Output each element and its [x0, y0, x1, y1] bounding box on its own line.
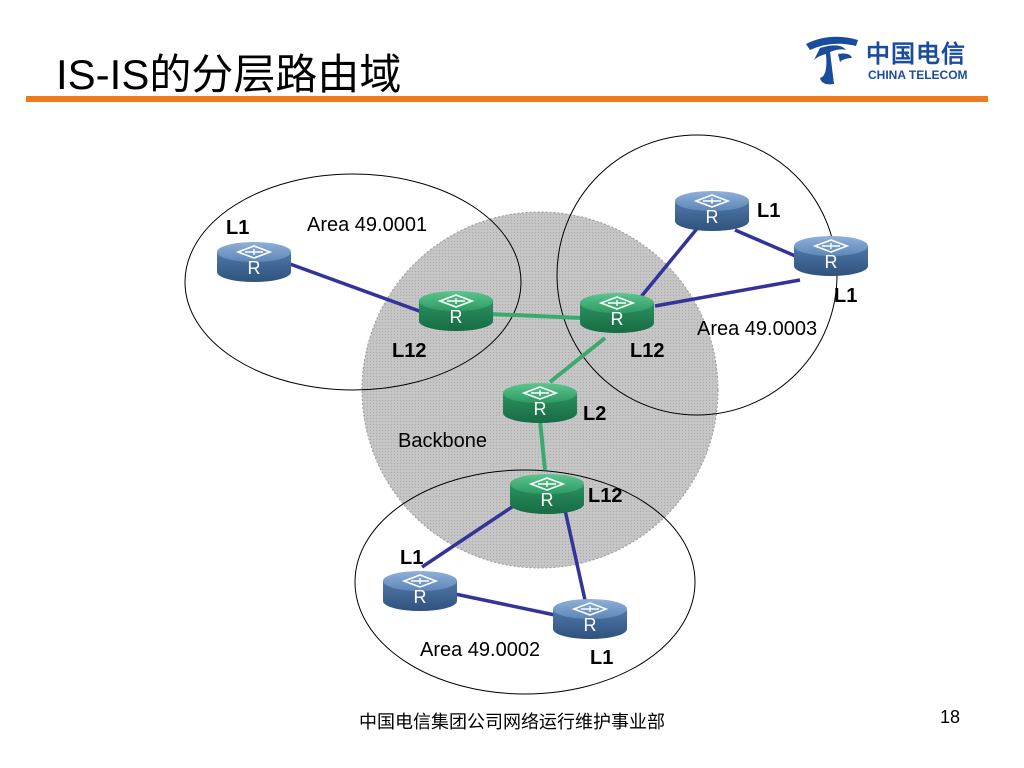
router-r9: R — [553, 599, 627, 639]
router-r5-level-label: L1 — [834, 285, 857, 307]
link-r7-r9 — [563, 509, 587, 601]
china-telecom-logo: 中国电信 CHINA TELECOM — [800, 28, 996, 90]
logo-chinese-name: 中国电信 — [866, 40, 966, 68]
router-arrows-icon — [598, 296, 636, 310]
router-arrows-icon — [401, 574, 439, 588]
link-r3-r5 — [654, 278, 801, 308]
router-glyph: R — [825, 252, 838, 272]
footer-org-name: 中国电信集团公司网络运行维护事业部 — [359, 712, 665, 733]
router-glyph: R — [450, 307, 463, 327]
router-r2-level-label: L12 — [392, 340, 426, 362]
router-r4-level-label: L1 — [757, 200, 780, 222]
router-r9-level-label: L1 — [590, 647, 613, 669]
logo-english-name: CHINA TELECOM — [868, 68, 968, 82]
link-r3-r6 — [548, 336, 607, 384]
backbone-label: Backbone — [398, 430, 487, 452]
link-r7-r8 — [421, 503, 516, 569]
area-49-0001-label: Area 49.0001 — [307, 214, 427, 236]
china-telecom-emblem-icon — [806, 36, 858, 85]
page-number: 18 — [940, 707, 961, 727]
link-r4-r5 — [734, 228, 801, 260]
router-arrows-icon — [521, 386, 559, 400]
router-r7-level-label: L12 — [588, 485, 622, 507]
router-r3-level-label: L12 — [630, 340, 664, 362]
router-r6-level-label: L2 — [583, 403, 606, 425]
link-r1-r2 — [289, 262, 423, 314]
router-glyph: R — [706, 207, 719, 227]
router-r3: R — [580, 293, 654, 333]
router-r1: R — [217, 242, 291, 282]
router-r2: R — [419, 291, 493, 331]
router-glyph: R — [611, 309, 624, 329]
area-49-0002-outline — [354, 469, 696, 695]
router-arrows-icon — [528, 477, 566, 491]
router-glyph: R — [414, 587, 427, 607]
area-49-0002-label: Area 49.0002 — [420, 639, 540, 661]
router-r4: R — [675, 191, 749, 231]
router-r7: R — [510, 474, 584, 514]
router-arrows-icon — [437, 294, 475, 308]
area-49-0003-label: Area 49.0003 — [697, 318, 817, 340]
router-r6: R — [503, 383, 577, 423]
router-arrows-icon — [693, 194, 731, 208]
link-r3-r4 — [638, 223, 702, 300]
area-49-0001-outline — [184, 173, 522, 391]
link-r8-r9 — [454, 592, 556, 617]
router-arrows-icon — [571, 602, 609, 616]
router-r5: R — [794, 236, 868, 276]
router-glyph: R — [248, 258, 261, 278]
router-r8-level-label: L1 — [400, 547, 423, 569]
router-arrows-icon — [812, 239, 850, 253]
router-glyph: R — [534, 399, 547, 419]
link-r6-r7 — [538, 419, 547, 471]
router-r8: R — [383, 571, 457, 611]
router-arrows-icon — [235, 245, 273, 259]
router-glyph: R — [541, 490, 554, 510]
title-underline — [26, 96, 988, 102]
router-r1-level-label: L1 — [226, 217, 249, 239]
slide-title: IS-IS的分层路由域 — [56, 51, 402, 98]
router-glyph: R — [584, 615, 597, 635]
link-r2-r3 — [489, 312, 583, 320]
